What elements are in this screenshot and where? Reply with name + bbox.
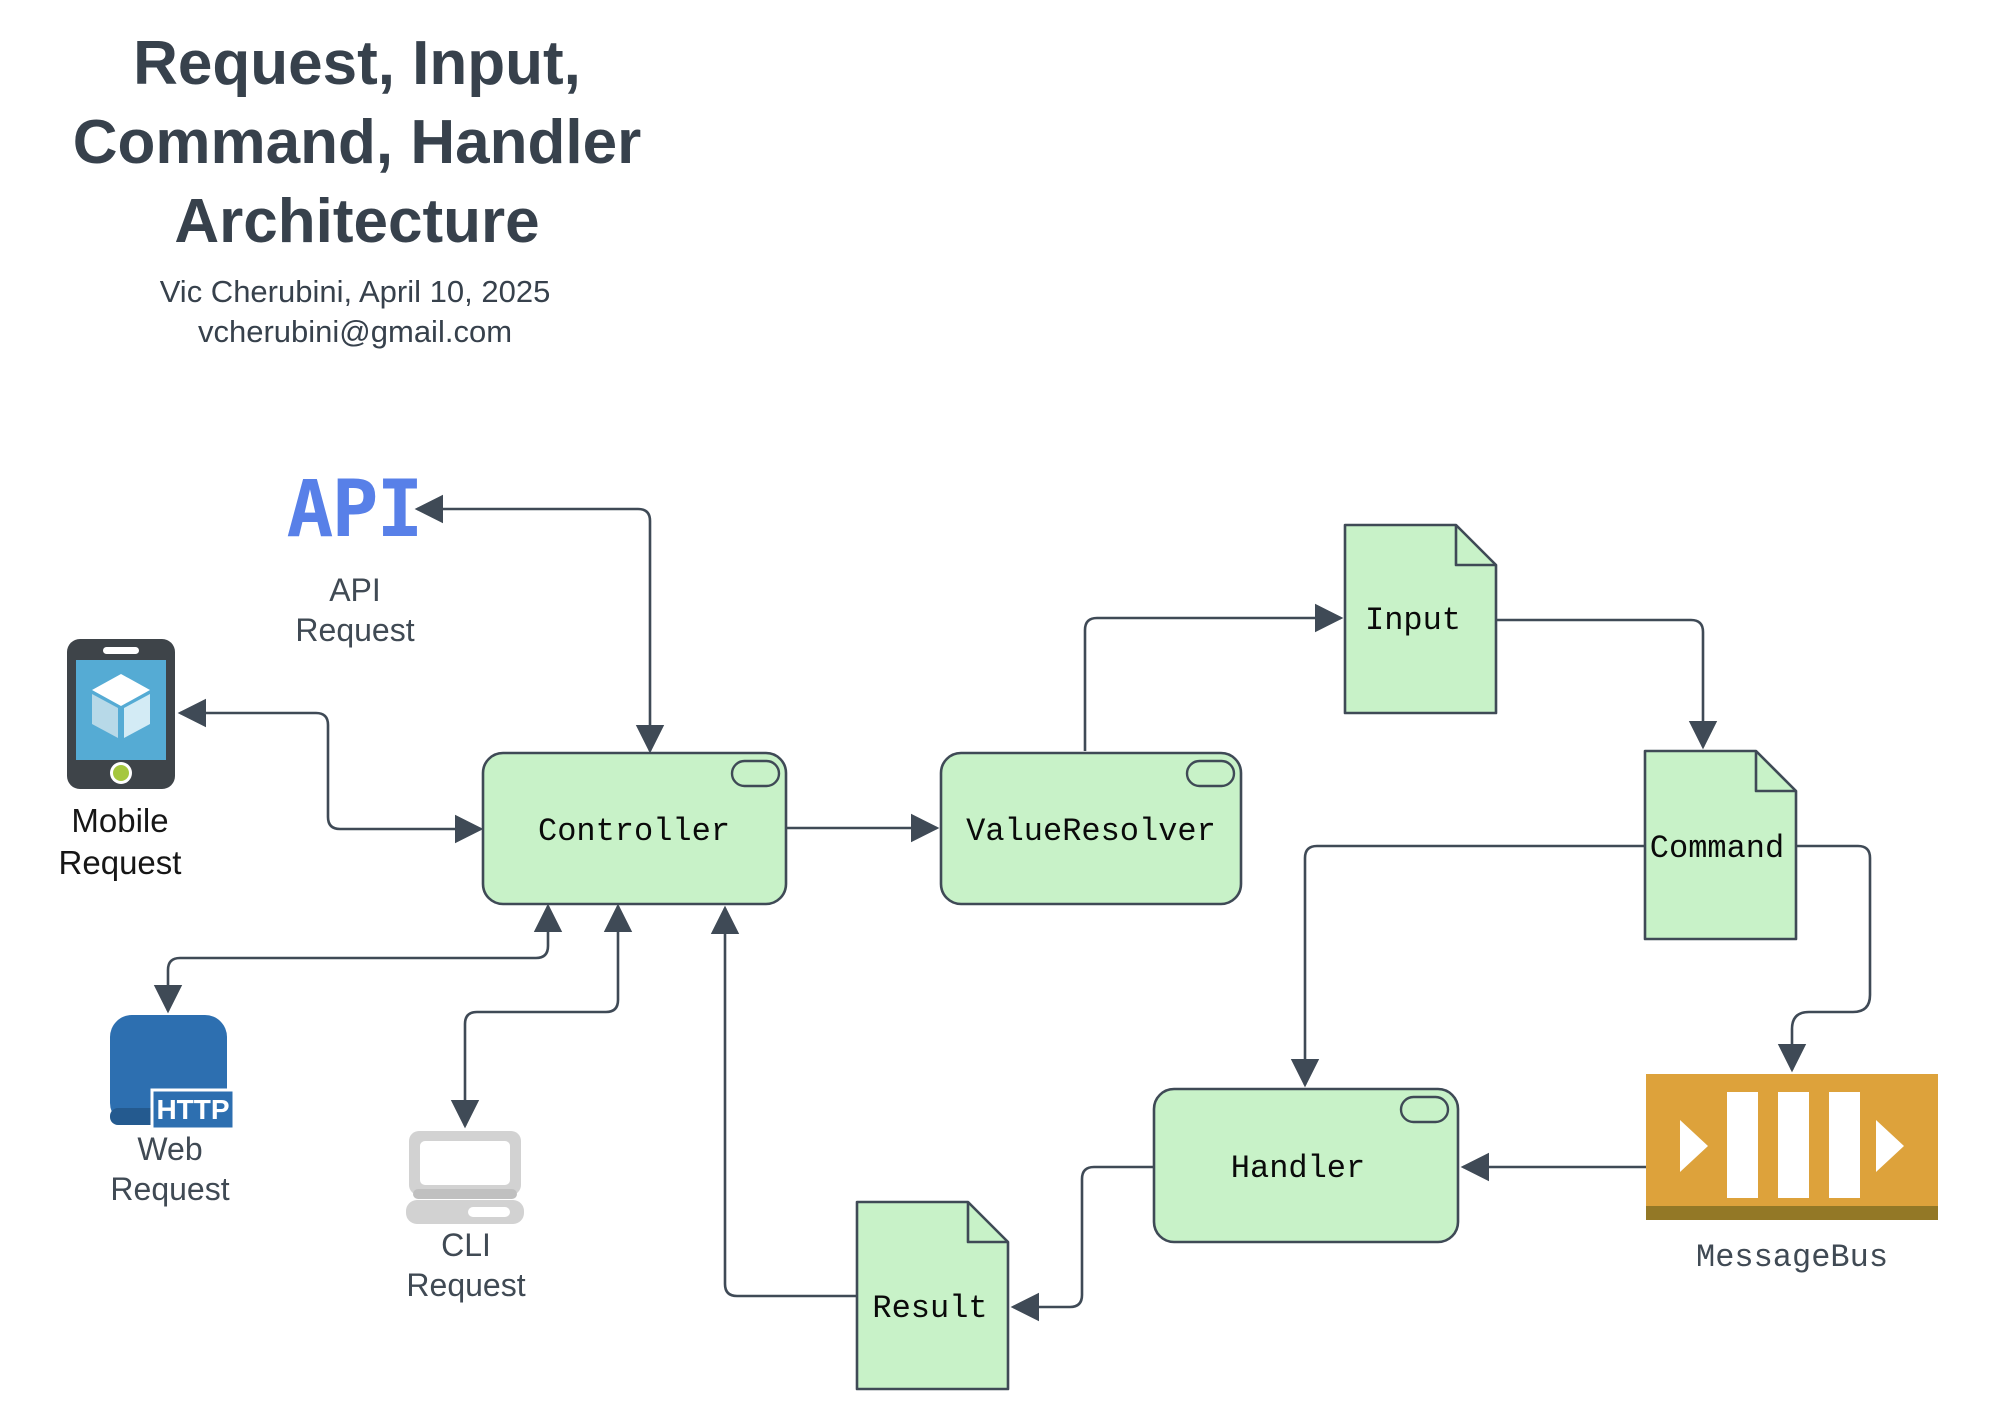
- cli-caption-line1: CLI: [441, 1227, 491, 1263]
- api-caption-line2: Request: [295, 612, 414, 648]
- bus-left-arrow-glyph: [1680, 1120, 1708, 1172]
- node-decorator-pill: [1185, 759, 1236, 788]
- result-doc: Result: [855, 1200, 1010, 1391]
- bus-bar: [1727, 1092, 1758, 1198]
- command-doc: Command: [1643, 749, 1798, 941]
- mobile-caption-line2: Request: [59, 844, 182, 881]
- edge-result-controller: [710, 905, 857, 1298]
- edge-handler-result: [1010, 1165, 1154, 1322]
- input-label: Input: [1365, 602, 1461, 639]
- bus-bar: [1829, 1092, 1860, 1198]
- handler-node: Handler: [1152, 1087, 1460, 1244]
- node-decorator-pill: [1399, 1095, 1450, 1124]
- api-icon: API: [287, 465, 424, 555]
- http-icon: HTTP: [110, 1015, 236, 1131]
- edge-command-handler: [1290, 844, 1645, 1088]
- cube-glyph: [92, 674, 150, 738]
- author-line: Vic Cherubini, April 10, 2025: [160, 274, 551, 309]
- phone-speaker: [103, 647, 139, 654]
- edge-valueresolver-input: [1083, 603, 1344, 751]
- phone-home-button: [113, 765, 129, 781]
- node-decorator-pill: [730, 759, 781, 788]
- controller-label: Controller: [538, 813, 730, 850]
- handler-label: Handler: [1231, 1150, 1365, 1187]
- edge-controller-web: [153, 903, 563, 1014]
- edge-input-command: [1496, 618, 1718, 750]
- value-resolver-node: ValueResolver: [939, 751, 1243, 906]
- cli-caption-line2: Request: [406, 1267, 525, 1303]
- laptop-screen: [420, 1141, 510, 1185]
- web-caption-line1: Web: [137, 1131, 202, 1167]
- api-logotype: API: [287, 465, 422, 555]
- result-label: Result: [872, 1290, 987, 1327]
- edge-command-messagebus: [1777, 844, 1872, 1073]
- message-bus-icon: [1646, 1074, 1938, 1220]
- mobile-phone-icon: [67, 639, 175, 789]
- api-caption-line1: API: [329, 572, 381, 608]
- edge-controller-mobile: [177, 698, 484, 844]
- controller-node: Controller: [481, 751, 788, 906]
- message-bus-label: MessageBus: [1696, 1239, 1888, 1276]
- edge-controller-cli: [450, 903, 633, 1129]
- value-resolver-label: ValueResolver: [966, 813, 1216, 850]
- laptop-base: [406, 1200, 524, 1224]
- command-label: Command: [1650, 830, 1784, 867]
- bus-bar: [1778, 1092, 1809, 1198]
- http-badge: HTTP: [150, 1088, 236, 1131]
- input-doc: Input: [1343, 523, 1498, 715]
- page-title-line1: Request, Input,: [133, 29, 581, 98]
- laptop-base-slot: [468, 1207, 510, 1217]
- author-email: vcherubini@gmail.com: [198, 314, 512, 349]
- bus-right-arrow-glyph: [1876, 1120, 1904, 1172]
- page-title-line2: Command, Handler: [73, 108, 641, 177]
- web-caption-line2: Request: [110, 1171, 229, 1207]
- mobile-caption-line1: Mobile: [71, 802, 168, 839]
- cli-laptop-icon: [406, 1131, 524, 1224]
- edge-controller-api: [414, 494, 665, 754]
- page-title-line3: Architecture: [174, 187, 539, 256]
- http-badge-label: HTTP: [156, 1094, 229, 1125]
